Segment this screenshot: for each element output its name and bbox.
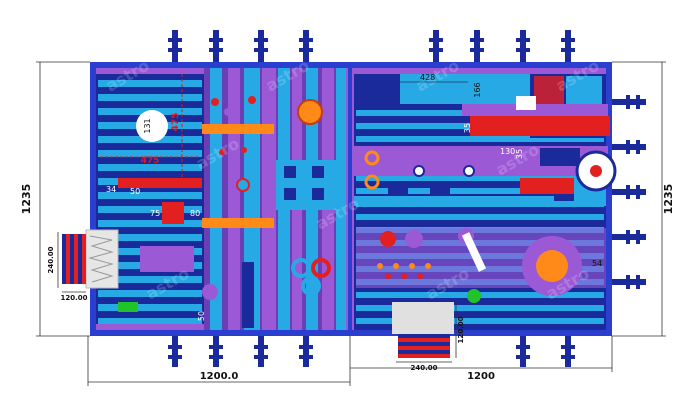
orange-planet	[297, 99, 323, 125]
dim-entry-left-width: 120.00	[60, 294, 87, 302]
label-54: 54	[592, 259, 602, 268]
dim-entry-left-height: 240.00	[47, 246, 55, 273]
label-475-vertical: 475	[171, 113, 181, 132]
label-circle-131: 131	[143, 118, 152, 133]
right-features	[364, 96, 617, 334]
red-block	[162, 202, 184, 224]
label-428: 428	[420, 73, 435, 82]
entry-slope-bottom	[392, 302, 454, 334]
label-50: 50	[130, 187, 140, 196]
anchor-posts-top	[168, 30, 575, 64]
label-35: 35	[463, 123, 472, 133]
left-stripe	[98, 290, 202, 297]
label-50b: 50	[197, 311, 206, 321]
orange-beam-top	[202, 124, 274, 134]
left-stripe	[98, 304, 202, 311]
right-stripe	[356, 188, 604, 194]
left-stripe	[98, 80, 202, 87]
left-stripe	[98, 276, 202, 283]
middle-section	[202, 68, 354, 330]
white-roller	[461, 232, 487, 272]
right-stripe	[356, 214, 604, 220]
anchor-posts-bottom	[168, 333, 575, 367]
left-stripe	[98, 206, 202, 213]
left-features	[100, 74, 254, 328]
right-stripe	[356, 136, 604, 142]
green-arrow	[118, 302, 138, 312]
right-section	[354, 68, 610, 330]
right-stripe	[356, 305, 604, 311]
label-35b: 35	[515, 149, 524, 159]
anchor-posts-right	[610, 95, 646, 289]
right-stripe	[356, 175, 604, 181]
dim-height-right: 1235	[662, 184, 675, 215]
red-bar	[118, 178, 202, 188]
entry-left	[62, 229, 119, 289]
left-stripe	[98, 150, 202, 157]
right-stripe	[356, 318, 604, 324]
label-80: 80	[190, 209, 200, 218]
left-stripe	[98, 94, 202, 101]
dim-entry-bottom-height: 120.00	[457, 316, 465, 343]
left-stripe	[98, 234, 202, 241]
rocket	[516, 96, 536, 110]
entry-bottom	[398, 334, 450, 358]
left-stripe	[98, 192, 202, 199]
middle-features	[211, 88, 331, 296]
dim-height-left: 1235	[20, 184, 33, 215]
label-166: 166	[473, 82, 482, 97]
orange-beam-bottom	[202, 218, 274, 228]
center-divider	[348, 62, 352, 336]
dimension-lines	[36, 61, 666, 386]
dim-width-right: 1200	[467, 371, 495, 382]
left-stripe	[98, 318, 202, 325]
label-34: 34	[106, 185, 116, 194]
dim-width-left: 1200.0	[200, 371, 239, 382]
left-stripe	[98, 220, 202, 227]
label-75: 75	[150, 209, 160, 218]
white-circle	[136, 110, 168, 142]
red-ladder	[470, 116, 610, 136]
left-stripe	[98, 164, 202, 171]
label-130: 130	[500, 147, 515, 156]
label-475-horizontal: 475	[141, 156, 160, 166]
dim-entry-bottom-width: 240.00	[410, 364, 437, 372]
